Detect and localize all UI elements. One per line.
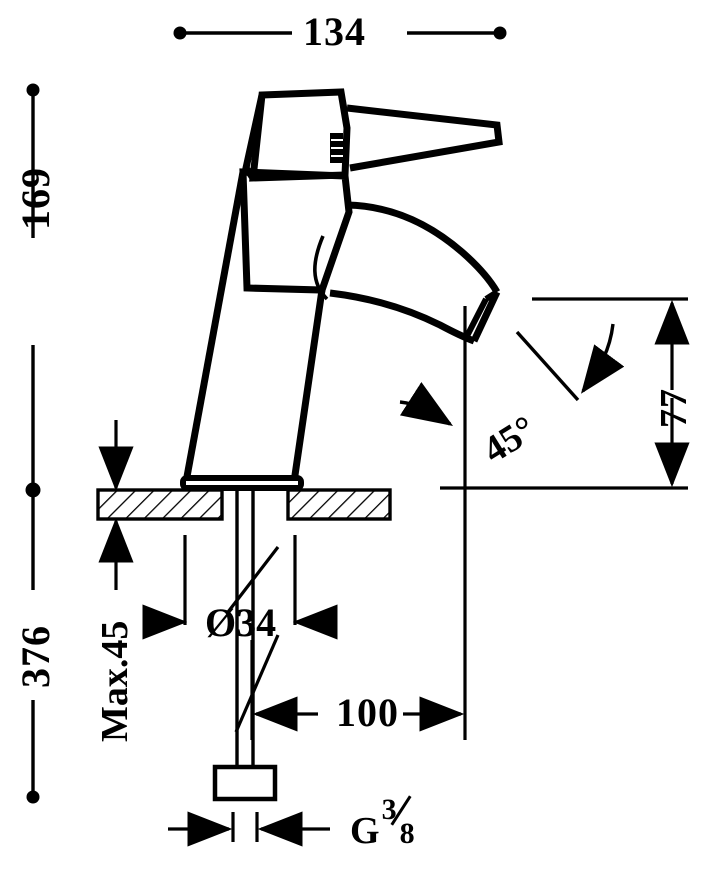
dimension-diameter-34 bbox=[142, 535, 338, 640]
outlet-leader-arrow bbox=[399, 382, 454, 426]
supply-connector bbox=[212, 764, 278, 802]
column-body bbox=[182, 171, 326, 483]
thread-letter: G bbox=[350, 810, 380, 852]
spout-outlet bbox=[463, 289, 499, 344]
handle-indicator-screw bbox=[330, 133, 343, 163]
spout-waist-line bbox=[313, 235, 329, 301]
spacer2 bbox=[516, 326, 604, 331]
dot-terminator bbox=[26, 790, 40, 804]
leader-arrow bbox=[399, 382, 454, 426]
counter-top-section bbox=[96, 488, 392, 521]
spacer bbox=[513, 328, 613, 332]
dimension-label-376: 376 bbox=[13, 625, 58, 688]
dot-terminator bbox=[493, 26, 507, 40]
dimension-label-77: 77 bbox=[653, 388, 695, 428]
fraction-denominator: 8 bbox=[399, 817, 415, 850]
angle-leader-arrow bbox=[580, 323, 625, 394]
dimension-77 bbox=[440, 297, 690, 490]
annotation-45-degree bbox=[513, 323, 625, 402]
cartridge-body bbox=[239, 168, 353, 294]
dimension-label-100: 100 bbox=[336, 690, 399, 735]
dimension-label-max-45: Max.45 bbox=[94, 620, 136, 742]
leader-line bbox=[234, 634, 280, 733]
dimension-label-134: 134 bbox=[303, 9, 366, 54]
leader-line bbox=[226, 546, 280, 613]
dimension-thread-g38 bbox=[168, 811, 330, 847]
dimension-label-diameter-34: Ø34 bbox=[205, 600, 277, 645]
fraction-numerator: 3 bbox=[381, 793, 397, 826]
dimension-100 bbox=[234, 470, 467, 740]
dimension-169-376 bbox=[25, 83, 41, 804]
angle-line-a bbox=[515, 330, 580, 402]
dimension-134 bbox=[173, 26, 507, 40]
lever-handle bbox=[242, 88, 503, 182]
dimension-label-169: 169 bbox=[13, 167, 58, 230]
base-gasket bbox=[180, 475, 304, 491]
